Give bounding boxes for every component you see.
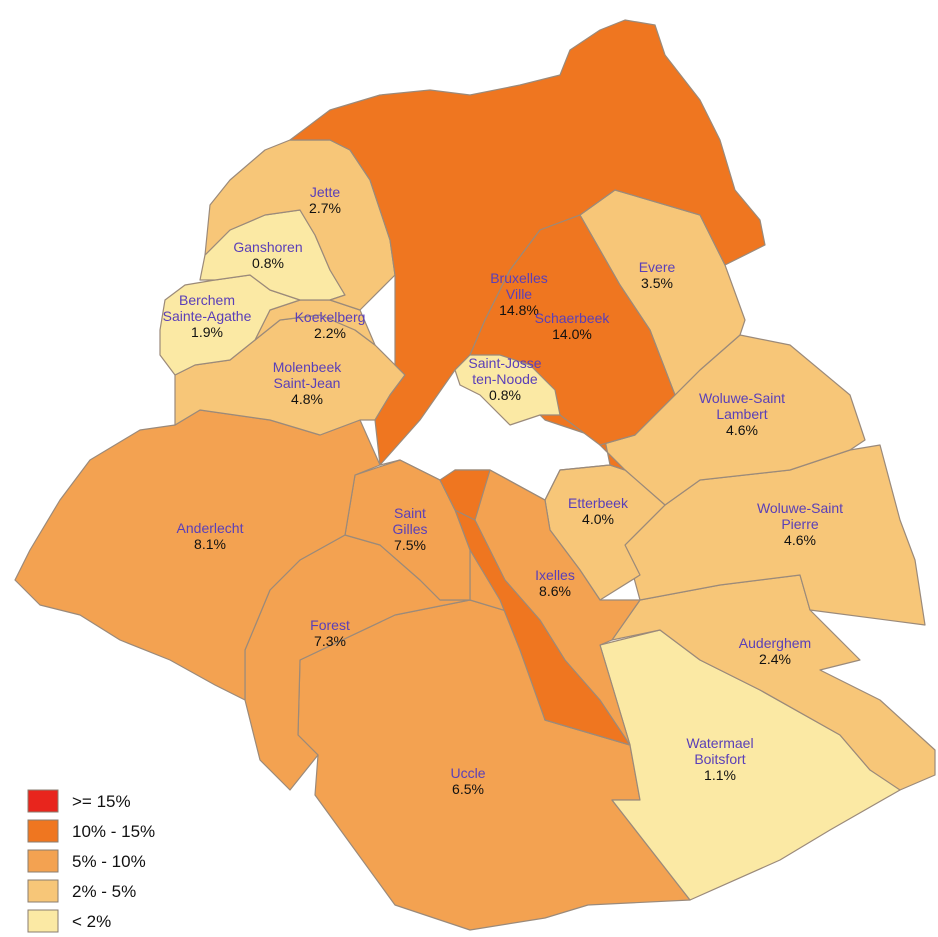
label-koekelberg-value: 2.2% — [314, 325, 346, 341]
label-stjosse-name-1: ten-Noode — [472, 371, 538, 387]
label-wsl-name-1: Lambert — [716, 406, 767, 422]
label-stgilles-name-1: Gilles — [392, 521, 427, 537]
label-ixelles-value: 8.6% — [539, 583, 571, 599]
label-etterbeek-value: 4.0% — [582, 511, 614, 527]
label-ixelles-name-0: Ixelles — [535, 567, 575, 583]
label-bruxelles-name-0: Bruxelles — [490, 270, 548, 286]
label-auderghem-value: 2.4% — [759, 651, 791, 667]
label-forest-value: 7.3% — [314, 633, 346, 649]
label-uccle-value: 6.5% — [452, 781, 484, 797]
label-stjosse-name-0: Saint-Josse — [468, 355, 541, 371]
region-berchem-sainte-agathe — [159, 274, 301, 376]
label-auderghem-name-0: Auderghem — [739, 635, 811, 651]
label-wsl-value: 4.6% — [726, 422, 758, 438]
label-berchem-name-0: Berchem — [179, 292, 235, 308]
label-stjosse-value: 0.8% — [489, 387, 521, 403]
label-schaerbeek-value: 14.0% — [552, 326, 592, 342]
label-bruxelles-value: 14.8% — [499, 302, 539, 318]
label-watermael-name-0: Watermael — [686, 735, 753, 751]
region-saint-josse-ten-noode — [454, 354, 561, 426]
label-wsl-name-0: Woluwe-Saint — [699, 390, 785, 406]
legend-swatch-3 — [27, 879, 59, 903]
label-berchem-name-1: Sainte-Agathe — [163, 308, 252, 324]
label-molenbeek-name-0: Molenbeek — [273, 359, 342, 375]
legend-swatch-0 — [27, 789, 59, 813]
legend-swatch-2 — [27, 849, 59, 873]
commune-labels: Jette2.7%Ganshoren0.8%BerchemSainte-Agat… — [163, 184, 844, 797]
label-forest-name-0: Forest — [310, 617, 350, 633]
label-watermael-value: 1.1% — [704, 767, 736, 783]
label-anderlecht-value: 8.1% — [194, 536, 226, 552]
map-legend: >= 15% 10% - 15% 5% - 10% 2% - 5% < 2% — [27, 789, 155, 933]
label-anderlecht-name-0: Anderlecht — [177, 520, 244, 536]
label-evere-name-0: Evere — [639, 259, 676, 275]
label-schaerbeek-name-0: Schaerbeek — [535, 310, 611, 326]
label-evere-value: 3.5% — [641, 275, 673, 291]
legend-label-1: 10% - 15% — [72, 822, 155, 841]
legend-swatch-4 — [27, 909, 59, 933]
region-bruxelles-ville-avenue-louise — [454, 509, 631, 746]
label-berchem-value: 1.9% — [191, 324, 223, 340]
label-watermael-name-1: Boitsfort — [694, 751, 745, 767]
label-bruxelles-name-1: Ville — [506, 286, 532, 302]
legend-label-0: >= 15% — [72, 792, 131, 811]
legend-label-3: 2% - 5% — [72, 882, 136, 901]
region-ixelles — [454, 469, 641, 746]
label-wsp-name-1: Pierre — [781, 516, 819, 532]
label-molenbeek-value: 4.8% — [291, 391, 323, 407]
label-etterbeek-name-0: Etterbeek — [568, 495, 629, 511]
label-jette-value: 2.7% — [309, 200, 341, 216]
label-wsp-value: 4.6% — [784, 532, 816, 548]
label-uccle-name-0: Uccle — [450, 765, 485, 781]
label-wsp-name-0: Woluwe-Saint — [757, 500, 843, 516]
label-stgilles-name-0: Saint — [394, 505, 426, 521]
label-koekelberg-name-0: Koekelberg — [295, 309, 366, 325]
legend-label-2: 5% - 10% — [72, 852, 146, 871]
label-ganshoren-value: 0.8% — [252, 255, 284, 271]
legend-swatch-1 — [27, 819, 59, 843]
label-jette-name-0: Jette — [310, 184, 341, 200]
legend-label-4: < 2% — [72, 912, 111, 931]
label-stgilles-value: 7.5% — [394, 537, 426, 553]
label-molenbeek-name-1: Saint-Jean — [274, 375, 341, 391]
label-ganshoren-name-0: Ganshoren — [233, 239, 302, 255]
region-anderlecht — [14, 409, 381, 701]
region-bruxelles-ville — [289, 19, 766, 521]
